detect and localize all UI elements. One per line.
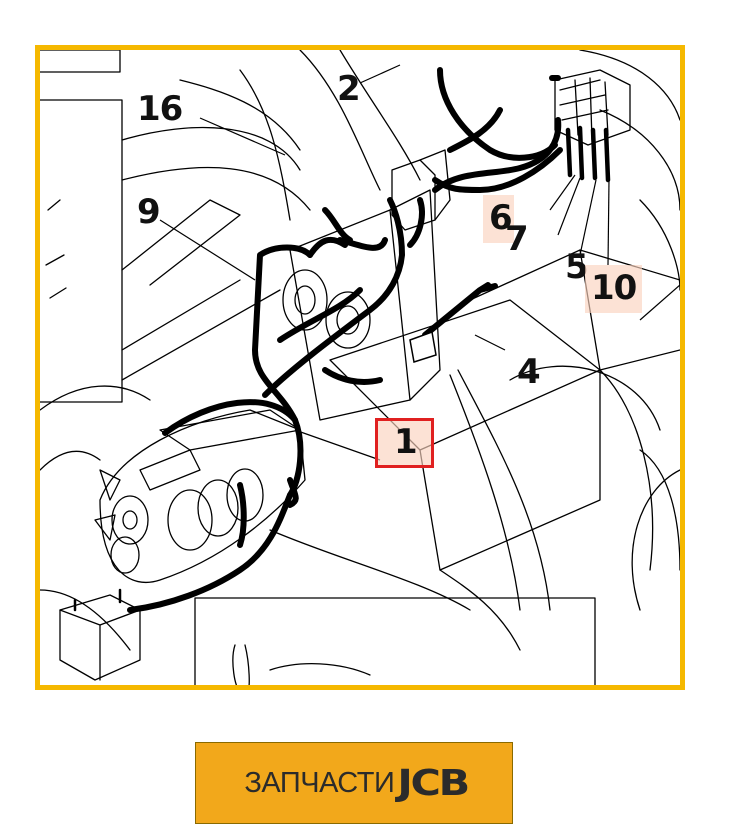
- callout-7: 7: [505, 219, 529, 259]
- connector-leads: [565, 125, 611, 183]
- plug-connector: [409, 330, 437, 363]
- battery-outline: [59, 594, 141, 681]
- callout-4: 4: [517, 352, 541, 392]
- leader-lines: [159, 64, 680, 461]
- jcb-logo: JCB: [397, 762, 471, 804]
- beam-outline: [121, 199, 241, 286]
- brand-text: ЗАПЧАСТИ: [244, 766, 395, 799]
- wiring-harness-drawing: [40, 50, 680, 685]
- diagram-frame: 2 16 9 6 7 5 10 4 1: [35, 45, 685, 690]
- callout-10: 10: [585, 265, 643, 313]
- harness-cables: [127, 67, 563, 613]
- callout-1-selected[interactable]: 1: [375, 418, 434, 468]
- cab-panel-outline: [40, 99, 123, 403]
- callout-16: 16: [137, 89, 183, 129]
- brand-badge[interactable]: ЗАПЧАСТИ JCB: [195, 742, 513, 824]
- engine-outline: [99, 409, 306, 584]
- panel-outline: [40, 50, 121, 73]
- callout-6: 6: [483, 195, 514, 243]
- callout-9: 9: [137, 192, 161, 232]
- callout-5: 5: [565, 247, 589, 287]
- lower-panel-outline: [194, 597, 596, 685]
- callout-2: 2: [337, 69, 361, 109]
